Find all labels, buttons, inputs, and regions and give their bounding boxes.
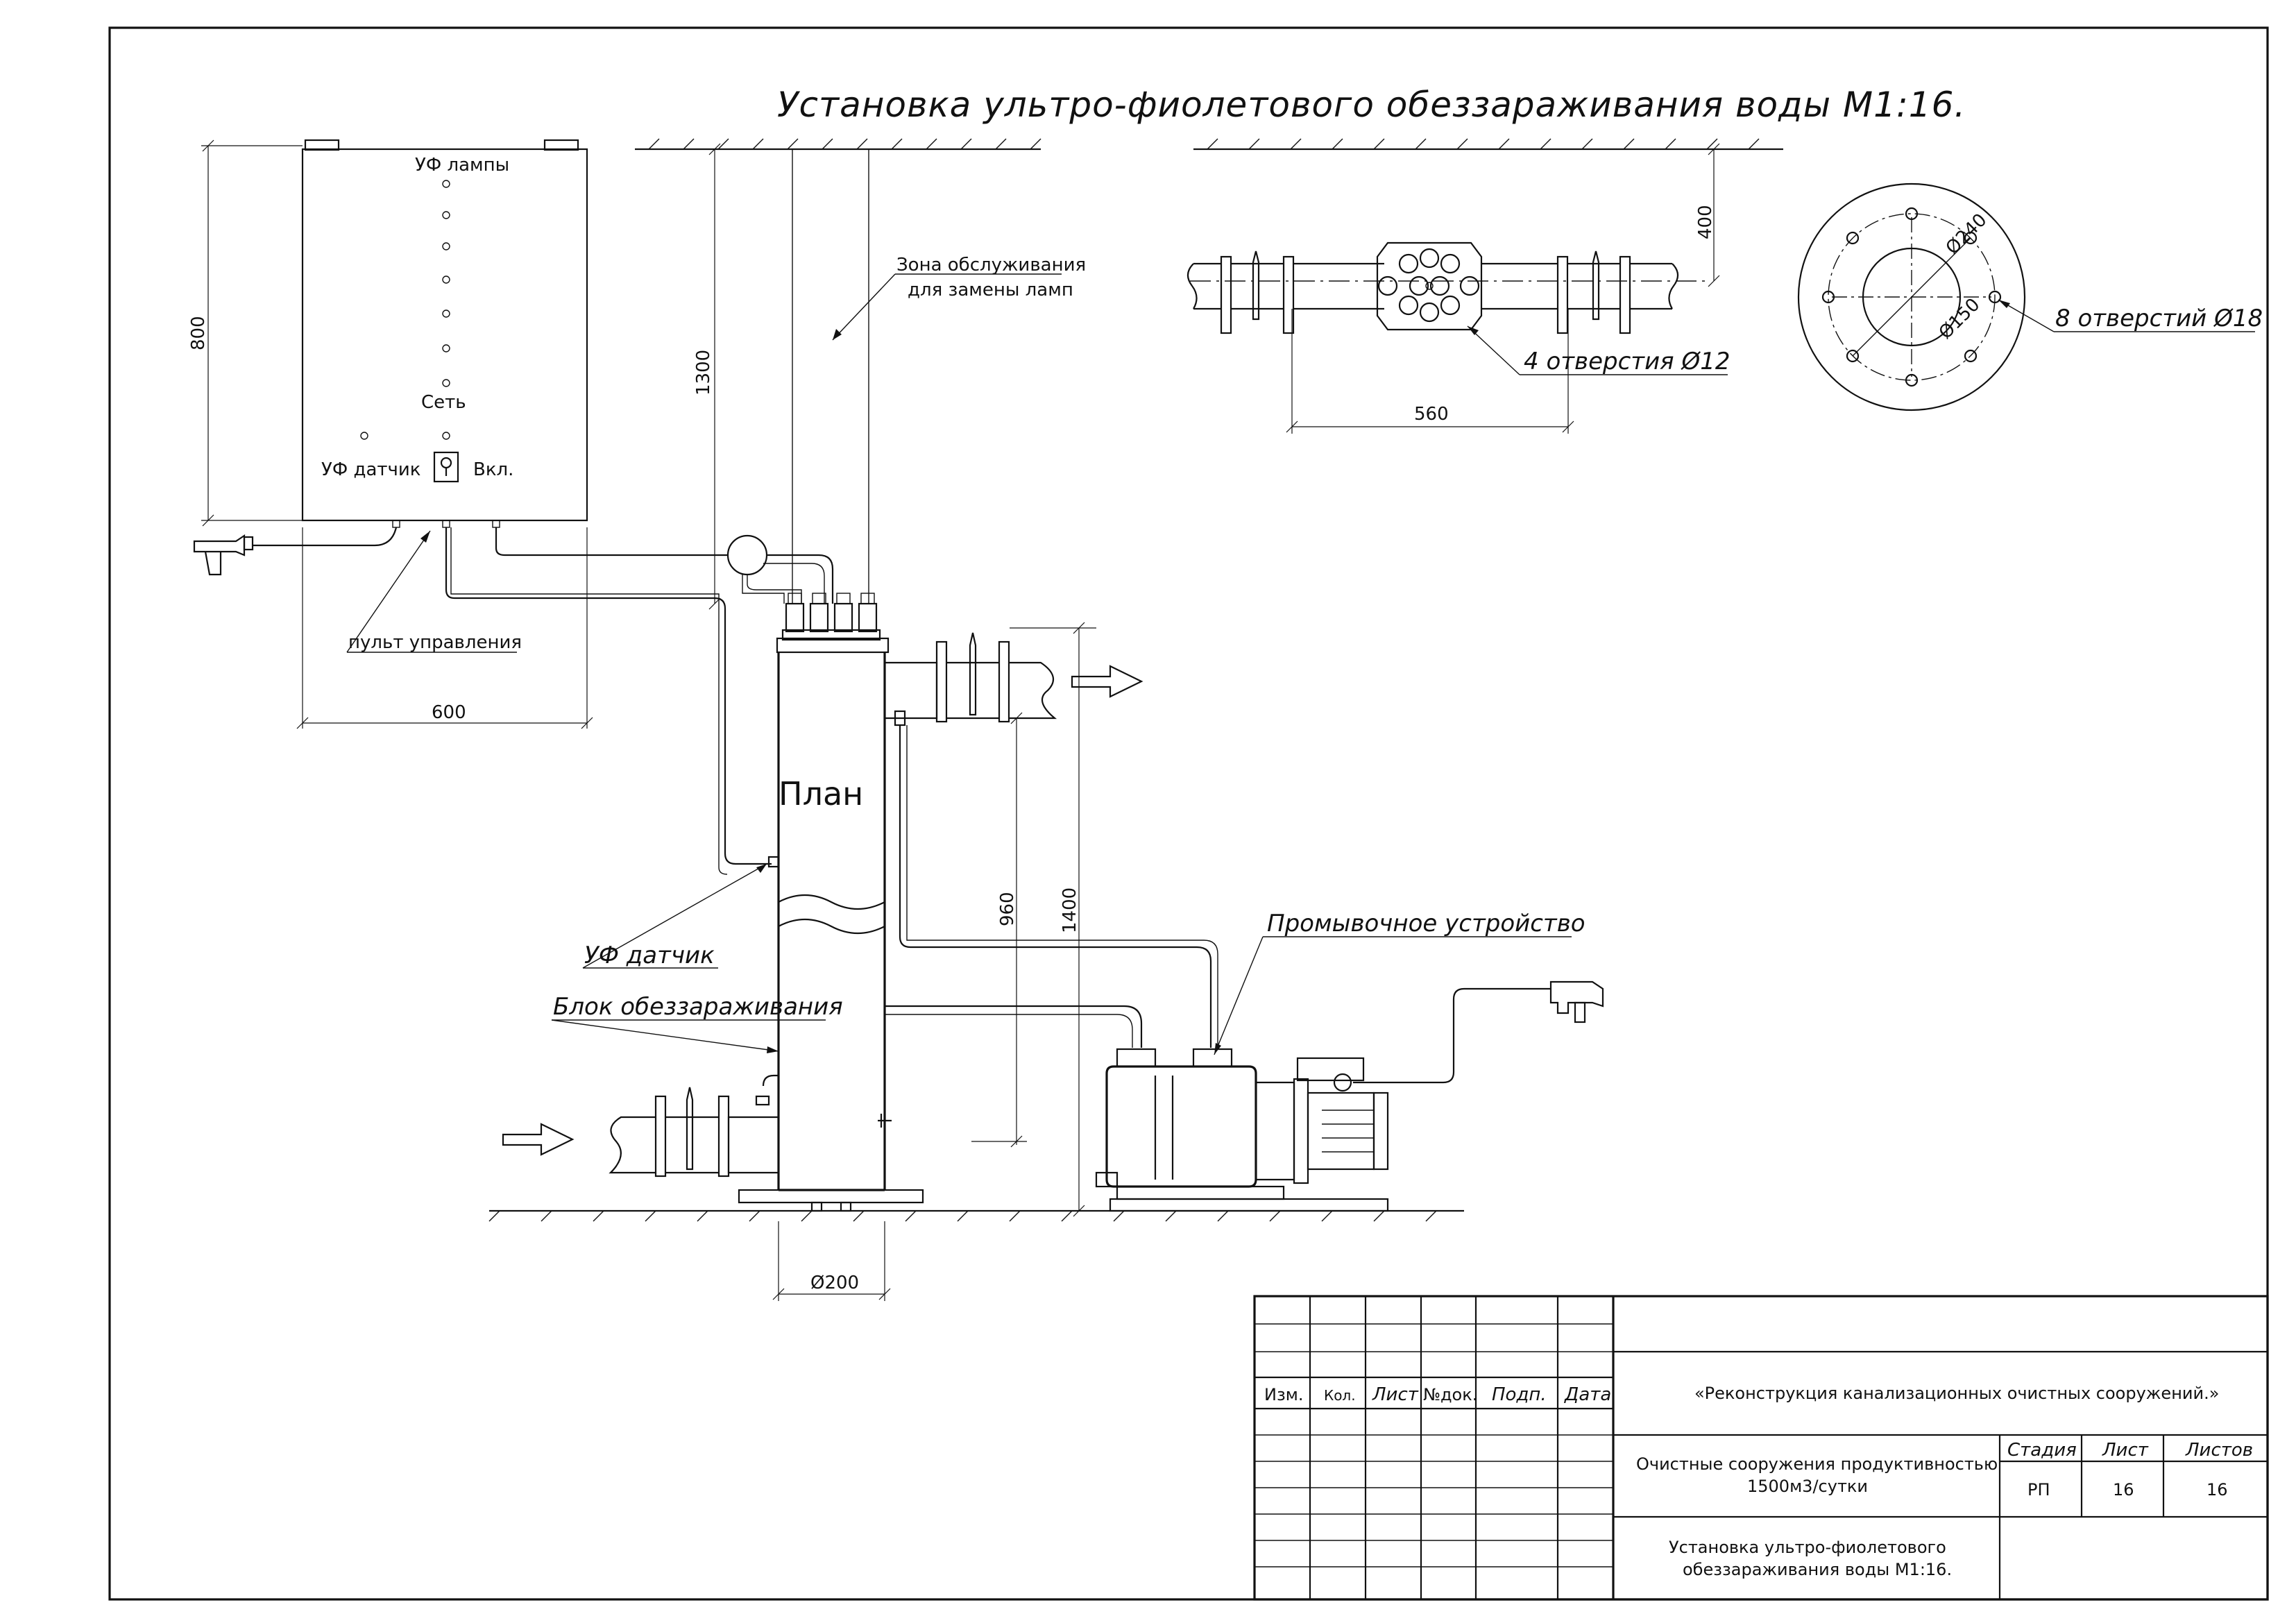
- dim-960: 960: [997, 892, 1018, 926]
- label-service-zone-2: для замены ламп: [908, 280, 1073, 300]
- floor: [488, 1209, 1464, 1222]
- label-network: Сеть: [421, 392, 466, 413]
- dim-1400: 1400: [1060, 887, 1080, 933]
- dim-1300: 1300: [693, 350, 714, 396]
- flushing-device: [1095, 980, 1604, 1212]
- label-uv-sensor: УФ датчик: [584, 942, 715, 969]
- dim-600: 600: [432, 702, 466, 723]
- dim-560: 560: [1414, 404, 1449, 425]
- tb-sheet-title-2: обеззараживания воды М1:16.: [1683, 1560, 1952, 1579]
- label-service-zone-1: Зона обслуживания: [896, 255, 1086, 275]
- tb-header-list: Лист: [1372, 1384, 1419, 1405]
- tb-sheets-label: Листов: [2185, 1440, 2253, 1461]
- panel-dimensions: 800 600: [188, 139, 593, 729]
- pump-plug-icon: [1549, 980, 1604, 1023]
- flushing-leader: Промывочное устройство: [1214, 910, 1585, 1055]
- tb-header-izm: Изм.: [1264, 1385, 1303, 1404]
- tb-header-ndok: №док.: [1423, 1385, 1477, 1404]
- remote-leader: пульт управления: [346, 530, 522, 653]
- flush-pipes: [885, 725, 1218, 1048]
- label-flushing-device: Промывочное устройство: [1267, 910, 1585, 937]
- label-on: Вкл.: [473, 459, 513, 480]
- uv-unit: План: [738, 593, 924, 1212]
- tb-header-podp: Подп.: [1492, 1384, 1547, 1405]
- service-zone: Зона обслуживания для замены ламп 1300: [693, 143, 1086, 610]
- tb-stage: РП: [2027, 1480, 2050, 1499]
- tb-sheets: 16: [2206, 1480, 2228, 1499]
- label-remote-control: пульт управления: [348, 632, 522, 653]
- label-panel-uv-sensor: УФ датчик: [321, 459, 421, 480]
- dim-d200: Ø200: [810, 1273, 859, 1293]
- tb-stage-label: Стадия: [2007, 1440, 2077, 1461]
- flange-view: Ø240 Ø150 8 отверстий Ø18: [1797, 182, 2263, 411]
- tb-object-1: Очистные сооружения продуктивностью: [1636, 1454, 1998, 1474]
- drawing-title: Установка ультро-фиолетового обеззаражив…: [777, 85, 1966, 125]
- dim-800: 800: [188, 316, 209, 350]
- tb-header-data: Дата: [1564, 1384, 1611, 1405]
- tb-object-2: 1500м3/сутки: [1747, 1477, 1868, 1496]
- tb-project: «Реконструкция канализационных очистных …: [1694, 1384, 2219, 1403]
- control-panel: УФ лампы Сеть УФ датчик Вкл.: [301, 139, 588, 528]
- uv-sensor-leader: УФ датчик: [582, 863, 767, 969]
- key-switch-icon: [433, 451, 459, 483]
- dim-d240: Ø240: [1942, 210, 1991, 259]
- tb-header-kol: Кол.: [1324, 1387, 1356, 1404]
- sheet-frame: [108, 26, 2269, 1601]
- label-uv-lamps: УФ лампы: [415, 155, 509, 176]
- unit-dimensions: 960 1400 Ø200: [772, 622, 1096, 1301]
- ceiling-right: [1193, 138, 1783, 151]
- tb-sheet: 16: [2113, 1480, 2134, 1499]
- label-4-holes: 4 отверстия Ø12: [1524, 348, 1730, 375]
- top-view: 400 560 4 отверстия Ø12: [1187, 143, 1730, 434]
- label-plan: План: [779, 775, 863, 813]
- inlet-pipe: [502, 1087, 779, 1178]
- block-leader: Блок обеззараживания: [551, 993, 843, 1053]
- power-plug-icon: [193, 527, 398, 576]
- label-8-holes: 8 отверстий Ø18: [2055, 305, 2263, 332]
- indicator-lights: [360, 180, 450, 440]
- dim-400: 400: [1695, 205, 1716, 239]
- outlet-pipe: [885, 632, 1143, 723]
- panel-cables: [445, 527, 834, 875]
- ceiling-left: [635, 138, 1041, 151]
- title-block: Изм. Кол. Лист №док. Подп. Дата «Реконст…: [1253, 1295, 2269, 1601]
- label-disinfection-block: Блок обеззараживания: [553, 993, 843, 1021]
- tb-sheet-label: Лист: [2102, 1440, 2149, 1461]
- tb-sheet-title-1: Установка ультро-фиолетового: [1669, 1538, 1946, 1557]
